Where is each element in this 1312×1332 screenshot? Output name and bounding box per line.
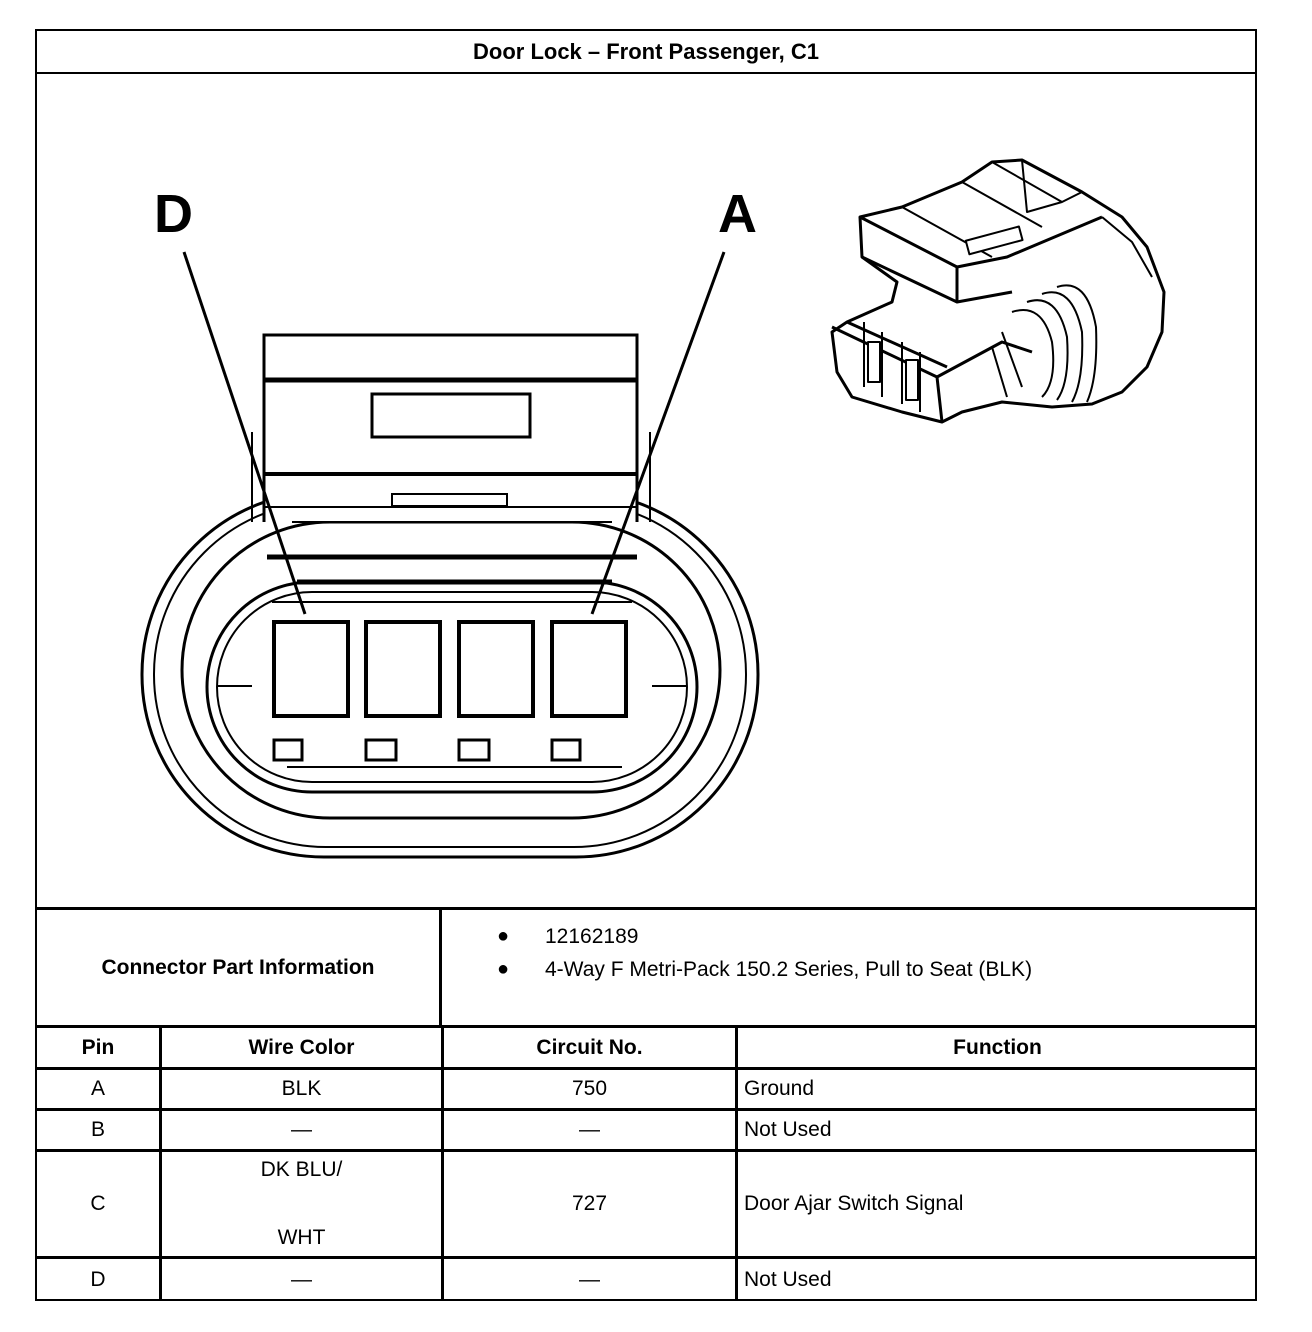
wire-color-cell: —: [162, 1111, 444, 1149]
pin-cell: C: [37, 1152, 162, 1256]
list-item: ● 12162189: [497, 920, 1032, 953]
wire-color-cell: —: [162, 1259, 444, 1300]
function-cell: Not Used: [744, 1267, 832, 1291]
pin-cell: B: [37, 1111, 162, 1149]
table-header-row: Pin Wire Color Circuit No. Function: [37, 1028, 1255, 1070]
part-number: 12162189: [545, 924, 639, 948]
wire-color-line: WHT: [277, 1226, 326, 1249]
table-row: B — — Not Used: [37, 1111, 1255, 1152]
header-function: Function: [953, 1035, 1042, 1059]
function-cell: Ground: [744, 1077, 815, 1100]
leader-line-d: [182, 251, 307, 615]
wire-color-cell: BLK: [162, 1070, 444, 1108]
tab-c: [364, 738, 398, 762]
connector-info-label: Connector Part Information: [37, 910, 442, 1025]
latch-block: [262, 333, 639, 522]
connector-shell-inner-ring: [153, 501, 747, 848]
pin-cell: D: [37, 1259, 162, 1300]
wire-color-line: DK BLU/: [260, 1158, 343, 1181]
wire-color-cell: DK BLU/ WHT: [162, 1152, 444, 1256]
connector-cavity-inner: [216, 591, 688, 783]
connector-outer-shell: [140, 490, 760, 859]
connector-sheet: Door Lock – Front Passenger, C1: [35, 29, 1257, 1301]
connector-cavity-wall: [205, 580, 699, 794]
page-title: Door Lock – Front Passenger, C1: [37, 31, 1255, 74]
table-row: C DK BLU/ WHT 727 Door Ajar Switch Signa…: [37, 1152, 1255, 1259]
part-description: 4-Way F Metri-Pack 150.2 Series, Pull to…: [545, 957, 1033, 981]
pin-table: Pin Wire Color Circuit No. Function A BL…: [37, 1025, 1255, 1301]
circuit-cell: —: [444, 1259, 738, 1300]
cavity-b: [457, 620, 535, 718]
function-cell: Door Ajar Switch Signal: [744, 1192, 964, 1215]
pin-label-d: D: [154, 184, 193, 244]
connector-seal: [180, 520, 722, 820]
leader-line-a: [590, 251, 726, 615]
tab-d: [272, 738, 304, 762]
circuit-cell: 750: [444, 1070, 738, 1108]
connector-info-list: ● 12162189 ● 4-Way F Metri-Pack 150.2 Se…: [497, 920, 1032, 986]
bullet-icon: ●: [497, 925, 510, 947]
connector-part-info: Connector Part Information ● 12162189 ● …: [37, 907, 1255, 1025]
header-wire-color: Wire Color: [162, 1028, 444, 1067]
list-item: ● 4-Way F Metri-Pack 150.2 Series, Pull …: [497, 953, 1032, 986]
tab-a: [550, 738, 582, 762]
cavity-d: [272, 620, 350, 718]
cavity-a: [550, 620, 628, 718]
cavity-c: [364, 620, 442, 718]
header-pin: Pin: [37, 1028, 162, 1067]
table-row: A BLK 750 Ground: [37, 1070, 1255, 1111]
function-cell: Not Used: [744, 1118, 832, 1141]
pin-label-a: A: [718, 184, 757, 244]
bullet-icon: ●: [497, 958, 510, 980]
latch-window: [370, 392, 532, 439]
tab-b: [457, 738, 491, 762]
header-circuit-no: Circuit No.: [444, 1028, 738, 1067]
table-row: D — — Not Used: [37, 1259, 1255, 1300]
circuit-cell: 727: [444, 1152, 738, 1256]
pin-cell: A: [37, 1070, 162, 1108]
connector-3d-illustration: [830, 158, 1166, 424]
circuit-cell: —: [444, 1111, 738, 1149]
